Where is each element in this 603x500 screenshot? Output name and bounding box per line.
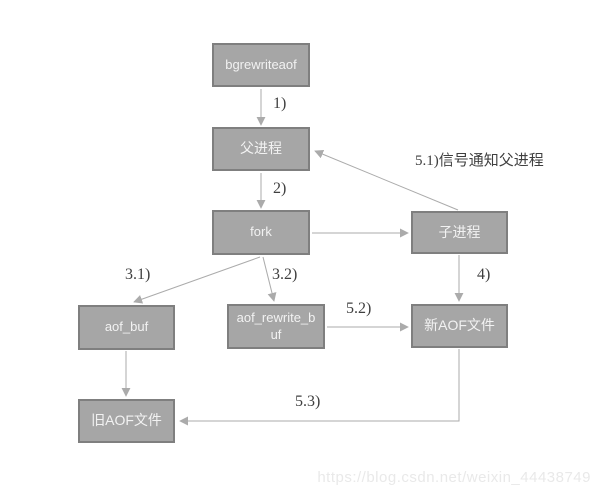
edge-label-step2: 2) (273, 180, 287, 197)
node-bgrewriteaof: bgrewriteaof (212, 43, 310, 87)
node-aof-rewrite-buf: aof_rewrite_buf (227, 304, 325, 349)
node-old-aof-file: 旧AOF文件 (78, 399, 175, 443)
edge-fork-to-aofrewritebuf (262, 256, 277, 302)
csdn-watermark: https://blog.csdn.net/weixin_44438749 (317, 469, 591, 486)
node-parent-process: 父进程 (212, 127, 310, 171)
edge-label-step4: 4) (477, 266, 491, 283)
edge-label-step3-2: 3.2) (272, 266, 298, 283)
node-new-aof-file: 新AOF文件 (411, 304, 508, 348)
edge-label-step3-1: 3.1) (125, 266, 151, 283)
node-aof-buf: aof_buf (78, 305, 175, 350)
edge-label-step5-1-signal: 5.1)信号通知父进程 (415, 153, 544, 169)
edge-label-step5-3: 5.3) (295, 393, 321, 410)
edge-newaof-to-oldaof (179, 349, 460, 426)
node-child-process: 子进程 (411, 211, 508, 254)
node-fork: fork (212, 210, 310, 255)
edge-child-to-parent-signal (314, 149, 459, 211)
edge-label-step1: 1) (273, 95, 287, 112)
edge-fork-to-aofbuf (133, 256, 261, 304)
edge-label-step5-2: 5.2) (346, 300, 372, 317)
